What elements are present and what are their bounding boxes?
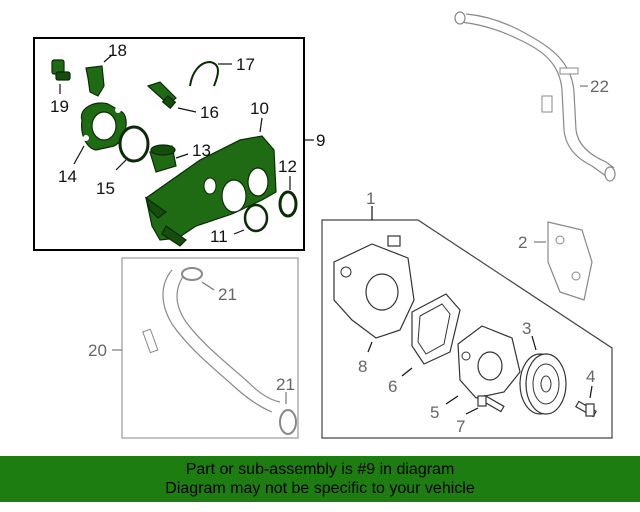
subassembly-1-box [321, 219, 613, 439]
leader-11 [233, 229, 245, 235]
leader-10 [259, 117, 263, 133]
part-22-hose[interactable] [454, 11, 616, 182]
part-10-water-housing[interactable] [144, 135, 277, 247]
leader-13 [175, 153, 189, 159]
part-19-bolt[interactable] [51, 59, 71, 81]
callout-2[interactable]: 2 [518, 233, 527, 252]
part-4-bolt[interactable] [575, 400, 597, 418]
callout-16[interactable]: 16 [200, 103, 219, 122]
callout-12[interactable]: 12 [278, 157, 297, 176]
part-21-clamp-lower[interactable] [279, 409, 297, 435]
part-13-thermostat[interactable] [149, 144, 177, 173]
leader-15 [115, 159, 127, 171]
callout-19[interactable]: 19 [50, 97, 69, 116]
part-20-lower-hose[interactable] [142, 269, 281, 413]
leader-5 [445, 395, 459, 405]
callout-4[interactable]: 4 [586, 367, 595, 386]
leader-21a [201, 281, 215, 291]
part-5-water-pump[interactable] [457, 325, 521, 399]
leader-7 [465, 407, 479, 415]
callout-1[interactable]: 1 [366, 189, 375, 208]
banner-line-2: Diagram may not be specific to your vehi… [165, 480, 475, 497]
leader-8 [367, 341, 373, 353]
callout-21-lower[interactable]: 21 [276, 375, 295, 394]
leader-16 [177, 107, 197, 113]
callout-14[interactable]: 14 [58, 167, 77, 186]
part-15-gasket[interactable] [118, 125, 150, 163]
callout-6[interactable]: 6 [388, 377, 397, 396]
leader-4 [589, 385, 593, 399]
callout-22[interactable]: 22 [590, 77, 609, 96]
callout-13[interactable]: 13 [192, 141, 211, 160]
callout-10[interactable]: 10 [250, 99, 269, 118]
part-17-clip[interactable] [189, 60, 219, 87]
info-banner: Part or sub-assembly is #9 in diagram Di… [0, 456, 640, 502]
callout-8[interactable]: 8 [358, 357, 367, 376]
part-3-pulley[interactable] [519, 353, 567, 415]
parts-diagram: 9 19 18 14 15 16 17 13 [33, 11, 616, 439]
part-14-outlet-housing[interactable] [80, 102, 127, 151]
callout-3[interactable]: 3 [522, 319, 531, 338]
part-12-gasket[interactable] [278, 190, 298, 218]
part-21-clamp-upper[interactable] [181, 267, 203, 281]
part-16-sensor[interactable] [146, 81, 177, 110]
leader-14 [73, 145, 85, 165]
part-8-pump-body[interactable] [333, 235, 415, 339]
banner-line-1: Part or sub-assembly is #9 in diagram [185, 461, 455, 478]
callout-20[interactable]: 20 [88, 341, 107, 360]
callout-7[interactable]: 7 [456, 417, 465, 436]
part-6-gasket[interactable] [411, 293, 461, 365]
part-2-gasket[interactable] [547, 221, 593, 301]
subassembly-9-box [33, 37, 305, 251]
callout-18[interactable]: 18 [108, 41, 127, 60]
callout-11[interactable]: 11 [210, 227, 228, 246]
part-11-o-ring[interactable] [243, 203, 269, 233]
leader-18 [103, 54, 113, 63]
leader-3 [531, 335, 537, 351]
callout-15[interactable]: 15 [96, 179, 115, 198]
part-7-bolt[interactable] [477, 394, 505, 413]
callout-5[interactable]: 5 [430, 403, 439, 422]
part-18-bracket[interactable] [85, 65, 105, 97]
callout-21-upper[interactable]: 21 [218, 285, 237, 304]
callout-9[interactable]: 9 [316, 131, 325, 150]
callout-17[interactable]: 17 [236, 55, 255, 74]
subassembly-20-box [121, 257, 299, 439]
leader-6 [401, 367, 413, 377]
